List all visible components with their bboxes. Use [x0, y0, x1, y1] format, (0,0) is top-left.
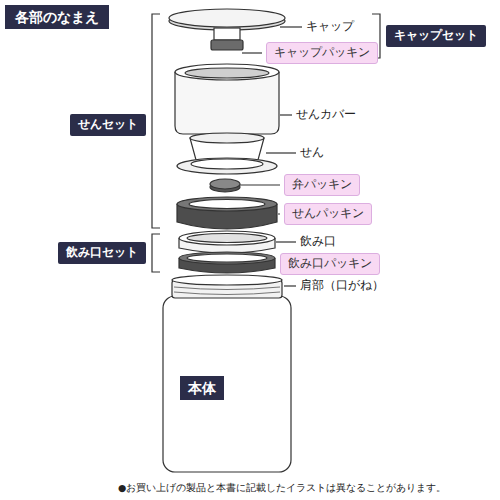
part-name: キャップ	[306, 19, 354, 35]
gasket-label: せんパッキン	[284, 203, 372, 225]
gasket-label: キャップパッキン	[266, 42, 378, 64]
set-label: せんセット	[70, 114, 146, 136]
note-caption: ●お買い上げの製品と本書に記載したイラストは異なることがあります。	[118, 482, 446, 494]
title-box: 各部のなまえ	[5, 5, 109, 29]
part-name: 飲み口	[300, 234, 336, 250]
part-name: 肩部（口がね）	[300, 278, 384, 294]
bracket	[152, 14, 160, 228]
part-name: 本体	[188, 379, 216, 397]
part-name: 飲み口セット	[66, 245, 138, 261]
part-name: せん	[300, 145, 324, 161]
set-label: 飲み口セット	[58, 242, 146, 264]
part-name: 飲み口パッキン	[288, 256, 372, 272]
part-name: キャップセット	[394, 28, 478, 44]
part-name: キャップパッキン	[274, 45, 370, 61]
part-name: せんパッキン	[292, 206, 364, 222]
part-name: せんセット	[78, 117, 138, 133]
set-label: キャップセット	[386, 25, 486, 47]
part-name: せんカバー	[296, 107, 356, 123]
gasket-label: 飲み口パッキン	[280, 253, 380, 275]
part-name: 弁パッキン	[292, 177, 352, 193]
bracket	[152, 234, 160, 272]
gasket-label: 弁パッキン	[284, 174, 360, 196]
title-text: 各部のなまえ	[15, 8, 99, 26]
body-label: 本体	[180, 376, 224, 400]
